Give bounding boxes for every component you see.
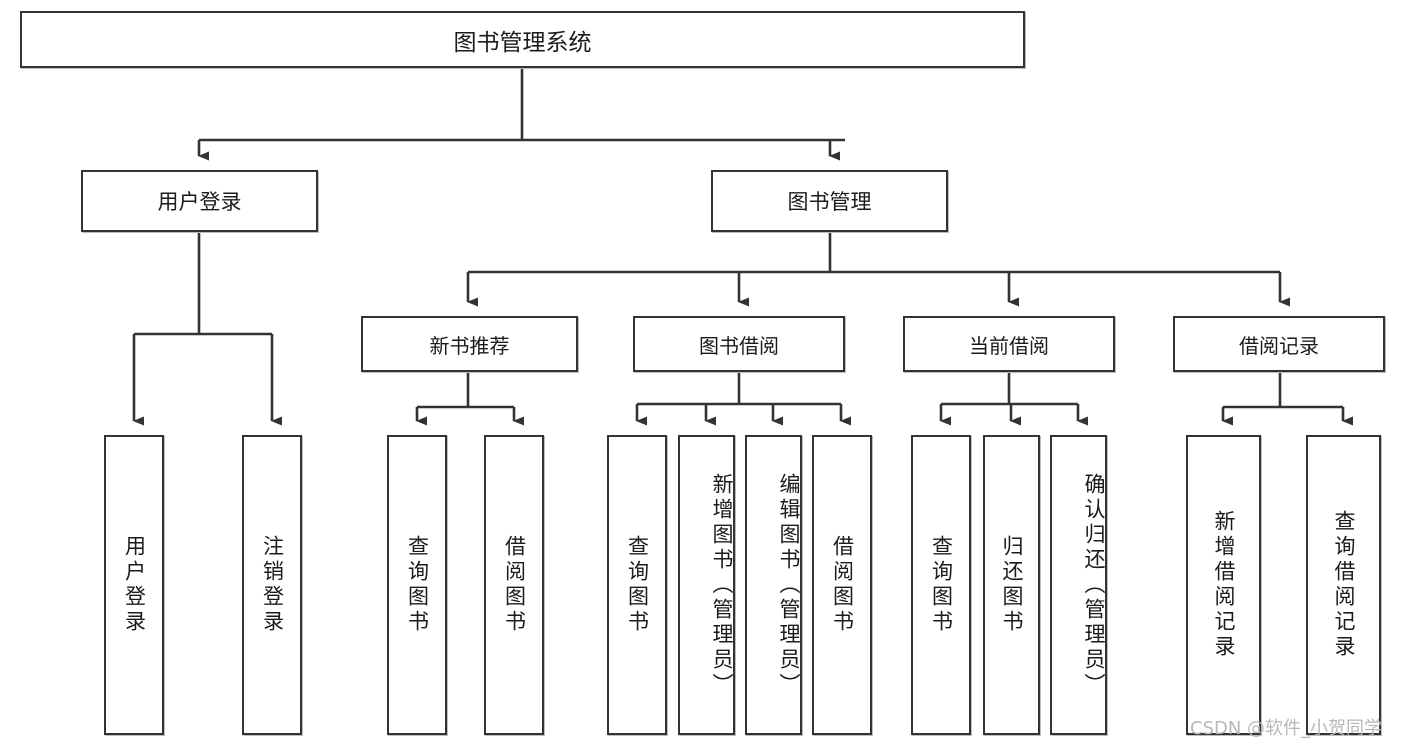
leaf-user-login[interactable]: 用户登录 (104, 435, 164, 735)
node-label: 查询图书 (625, 535, 650, 635)
node-label: 当前借阅 (969, 333, 1049, 358)
leaf-add-book-admin[interactable]: 新增图书（管理员） (678, 435, 735, 735)
leaf-logout[interactable]: 注销登录 (242, 435, 302, 735)
node-label: 查询图书 (929, 535, 954, 635)
node-label: 图书借阅 (699, 333, 779, 358)
node-label: 借阅图书 (830, 535, 855, 635)
node-book-management[interactable]: 图书管理 (711, 170, 948, 232)
node-label: 借阅记录 (1239, 333, 1319, 358)
node-label: 查询借阅记录 (1332, 510, 1357, 660)
node-label: 新增图书（管理员） (710, 472, 734, 698)
leaf-query-book-recommend[interactable]: 查询图书 (387, 435, 447, 735)
leaf-edit-book-admin[interactable]: 编辑图书（管理员） (745, 435, 802, 735)
node-label: 归还图书 (1000, 535, 1025, 635)
node-label: 图书管理 (787, 190, 872, 214)
leaf-query-book-borrow[interactable]: 查询图书 (607, 435, 667, 735)
node-label: 编辑图书（管理员） (777, 472, 801, 698)
node-label: 图书管理系统 (453, 29, 592, 56)
leaf-query-book-current[interactable]: 查询图书 (911, 435, 971, 735)
leaf-lend-book[interactable]: 借阅图书 (812, 435, 872, 735)
node-current-borrow[interactable]: 当前借阅 (903, 316, 1115, 372)
leaf-add-borrow-record[interactable]: 新增借阅记录 (1186, 435, 1261, 735)
node-label: 查询图书 (405, 535, 430, 635)
node-label: 用户登录 (157, 190, 242, 214)
leaf-borrow-book-recommend[interactable]: 借阅图书 (484, 435, 544, 735)
node-label: 借阅图书 (502, 535, 527, 635)
node-label: 新书推荐 (429, 333, 510, 358)
node-label: 新增借阅记录 (1212, 510, 1237, 660)
node-book-borrow[interactable]: 图书借阅 (633, 316, 845, 372)
leaf-query-borrow-record[interactable]: 查询借阅记录 (1306, 435, 1381, 735)
node-label: 确认归还（管理员） (1082, 472, 1106, 698)
leaf-return-book[interactable]: 归还图书 (983, 435, 1040, 735)
node-root-system[interactable]: 图书管理系统 (20, 11, 1025, 68)
node-new-book-recommend[interactable]: 新书推荐 (361, 316, 578, 372)
node-label: 注销登录 (260, 535, 285, 635)
node-borrow-record[interactable]: 借阅记录 (1173, 316, 1385, 372)
node-label: 用户登录 (122, 535, 147, 635)
watermark: CSDN @软件_小贺同学 (1190, 718, 1383, 739)
leaf-confirm-return-admin[interactable]: 确认归还（管理员） (1050, 435, 1107, 735)
node-user-login[interactable]: 用户登录 (81, 170, 318, 232)
